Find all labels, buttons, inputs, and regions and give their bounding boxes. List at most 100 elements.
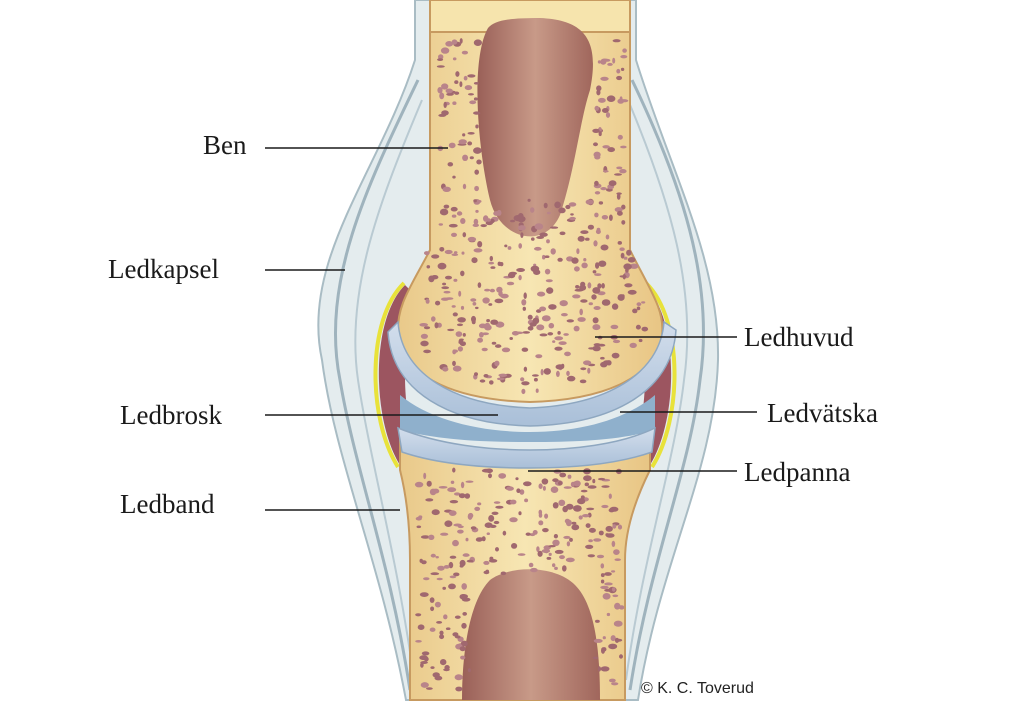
spongy-pore (527, 198, 531, 202)
spongy-pore (457, 529, 464, 534)
spongy-pore (592, 128, 600, 133)
spongy-pore (592, 656, 599, 660)
spongy-pore (541, 315, 551, 322)
spongy-pore (586, 507, 595, 511)
spongy-pore (449, 555, 457, 559)
spongy-pore (437, 58, 444, 61)
spongy-pore (457, 346, 463, 352)
spongy-pore (559, 472, 567, 478)
spongy-pore (475, 124, 479, 129)
spongy-pore (445, 627, 451, 630)
leader-lines (265, 147, 757, 511)
spongy-pore (593, 240, 598, 247)
spongy-pore (498, 373, 508, 377)
spongy-pore (608, 180, 617, 187)
spongy-pore (494, 298, 504, 304)
spongy-pore (543, 202, 548, 209)
spongy-pore (620, 145, 627, 149)
spongy-pore (522, 306, 526, 311)
spongy-pore (459, 564, 464, 568)
spongy-pore (438, 486, 448, 489)
spongy-pore (442, 282, 447, 286)
spongy-pore (536, 236, 544, 239)
spongy-pore (439, 92, 445, 100)
spongy-pore (523, 366, 528, 372)
spongy-pore (473, 97, 478, 101)
spongy-pore (430, 553, 436, 558)
spongy-pore (459, 594, 468, 599)
spongy-pore (465, 480, 474, 483)
spongy-pore (554, 549, 564, 554)
spongy-pore (500, 571, 507, 576)
spongy-pore (425, 498, 434, 502)
spongy-pore (447, 162, 454, 167)
spongy-pore (520, 377, 525, 382)
spongy-pore (544, 255, 550, 258)
spongy-pore (516, 488, 521, 494)
spongy-pore (451, 253, 459, 256)
spongy-pore (465, 537, 469, 542)
spongy-pore (559, 555, 565, 560)
spongy-pore (429, 488, 437, 496)
spongy-pore (429, 627, 436, 632)
spongy-pore (509, 517, 518, 523)
spongy-pore (594, 212, 599, 218)
spongy-pore (562, 565, 567, 572)
spongy-pore (460, 305, 465, 310)
spongy-pore (527, 326, 534, 331)
spongy-pore (452, 632, 459, 637)
spongy-pore (467, 668, 471, 673)
spongy-pore (477, 502, 482, 506)
spongy-pore (467, 236, 477, 242)
spongy-pore (523, 481, 532, 487)
spongy-pore (591, 294, 597, 300)
spongy-pore (588, 527, 596, 533)
spongy-pore (619, 169, 627, 174)
spongy-pore (562, 505, 568, 513)
spongy-pore (568, 202, 577, 207)
spongy-pore (490, 218, 495, 224)
spongy-pore (641, 326, 649, 332)
spongy-pore (596, 89, 601, 96)
spongy-pore (493, 211, 501, 216)
spongy-pore (629, 342, 637, 348)
spongy-pore (608, 643, 618, 650)
spongy-pore (566, 541, 571, 547)
spongy-pore (462, 183, 467, 190)
spongy-pore (605, 533, 609, 537)
spongy-pore (423, 326, 431, 330)
spongy-pore (592, 478, 596, 484)
spongy-pore (571, 521, 577, 525)
spongy-pore (459, 81, 463, 88)
spongy-pore (621, 204, 626, 210)
spongy-pore (446, 92, 454, 96)
spongy-pore (558, 207, 566, 214)
spongy-pore (636, 302, 642, 307)
spongy-pore (491, 511, 499, 515)
spongy-pore (444, 249, 453, 255)
spongy-pore (495, 547, 499, 552)
spongy-pore (558, 341, 567, 345)
spongy-pore (600, 563, 605, 569)
spongy-pore (415, 613, 422, 617)
spongy-pore (452, 467, 456, 473)
spongy-pore (442, 186, 451, 192)
spongy-pore (435, 300, 441, 306)
spongy-pore (461, 583, 468, 590)
spongy-pore (616, 75, 623, 81)
spongy-pore (588, 302, 593, 306)
spongy-pore (423, 577, 430, 581)
spongy-pore (443, 565, 450, 569)
spongy-pore (604, 582, 613, 586)
spongy-pore (548, 552, 552, 557)
spongy-pore (494, 360, 500, 367)
spongy-pore (632, 308, 638, 314)
spongy-pore (540, 368, 544, 376)
spongy-pore (454, 615, 461, 619)
spongy-pore (438, 223, 443, 226)
spongy-pore (607, 62, 613, 66)
spongy-pore (516, 268, 525, 272)
spongy-pore (483, 215, 489, 222)
spongy-pore (521, 388, 526, 395)
